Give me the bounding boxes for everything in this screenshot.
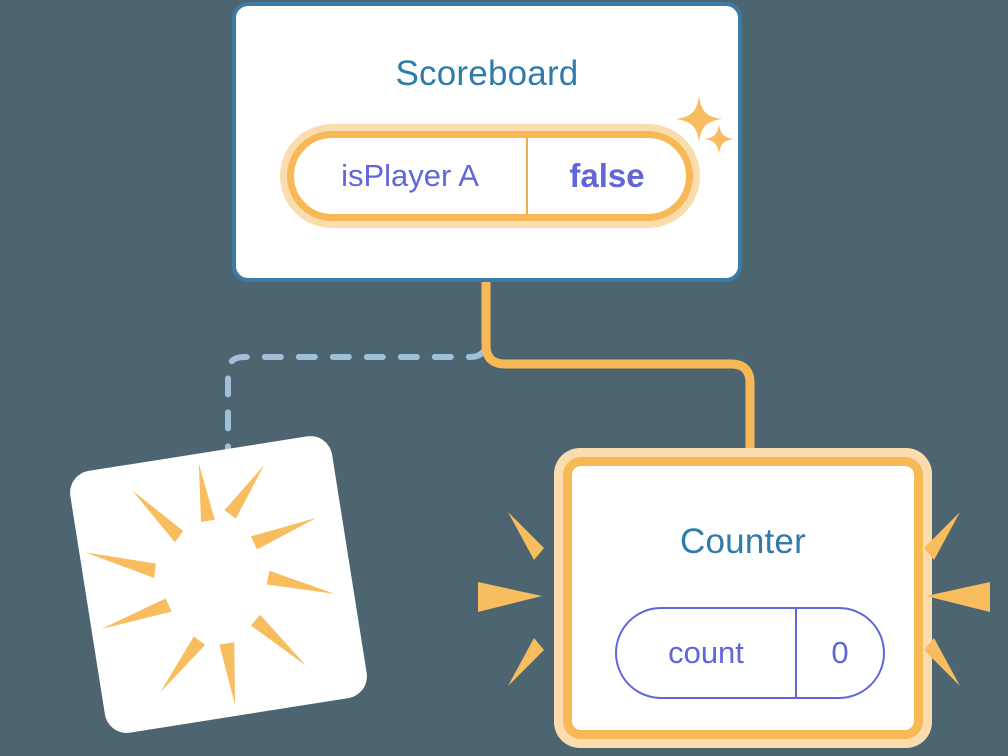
card-blank[interactable] [66, 432, 371, 737]
card-counter-inner: Counter count 0 [563, 457, 923, 739]
state-chip-value: false [569, 157, 645, 194]
card-scoreboard[interactable]: Scoreboard isPlayer A false [232, 2, 742, 282]
card-counter[interactable]: Counter count 0 [554, 448, 932, 748]
state-chip-isplayer-a[interactable]: isPlayer A false [287, 131, 693, 221]
state-chip-key: count [617, 609, 797, 697]
card-title-counter: Counter [680, 522, 806, 561]
card-title-scoreboard: Scoreboard [395, 54, 579, 93]
state-chip-value: 0 [831, 635, 849, 670]
state-chip-highlight-ring: isPlayer A false [280, 124, 700, 228]
state-chip-count[interactable]: count 0 [615, 607, 885, 699]
state-chip-key: isPlayer A [294, 138, 528, 214]
connector-scoreboard-to-counter [481, 277, 755, 475]
